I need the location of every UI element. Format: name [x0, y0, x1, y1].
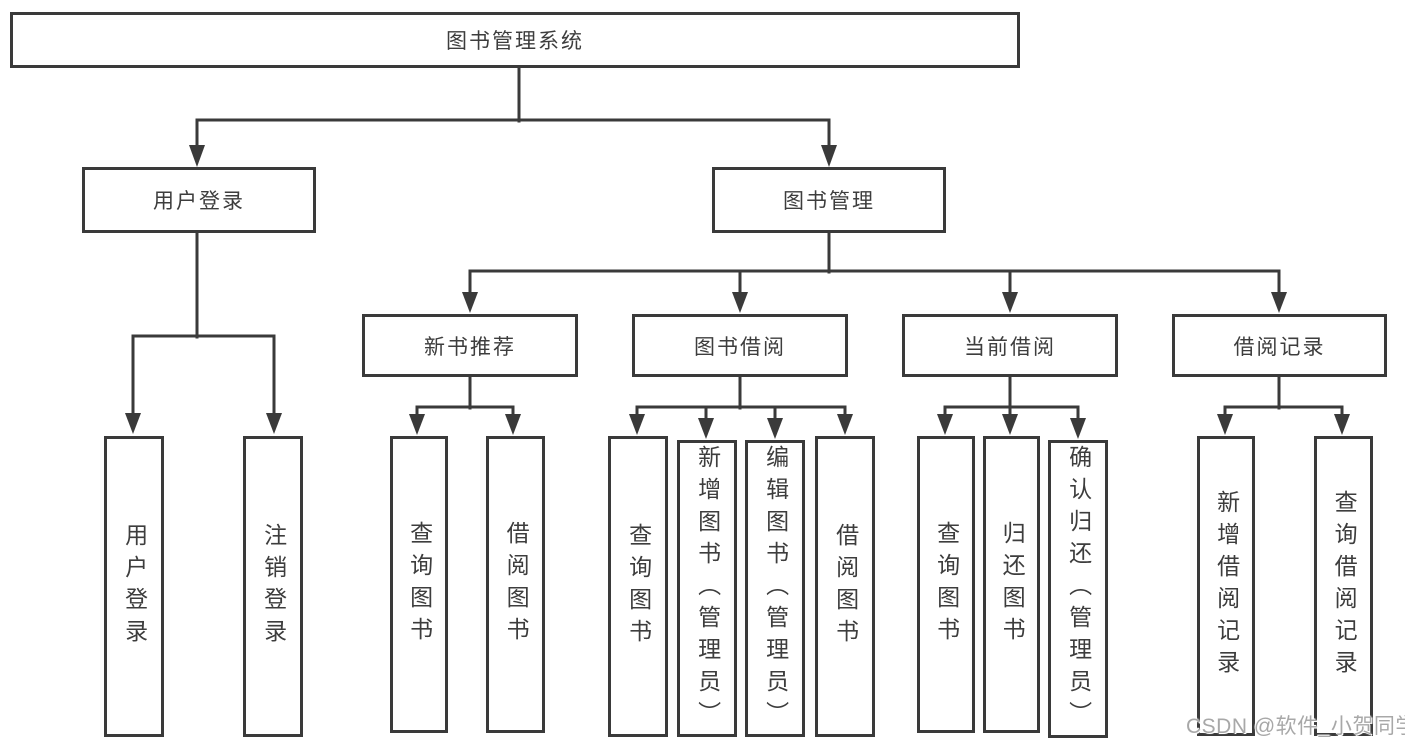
leaf-nb-borrow-books-label: 借阅图书	[503, 520, 530, 649]
leaf-bb-borrow-books-label: 借阅图书	[832, 522, 859, 651]
node-root-label: 图书管理系统	[446, 30, 584, 53]
arrow-icon	[698, 418, 714, 439]
arrowheads	[125, 145, 1350, 439]
leaf-bb-add-books-admin-label: 新增图书（管理员）	[694, 444, 721, 733]
leaf-cb-return-books: 归还图书	[983, 436, 1040, 733]
arrow-icon	[1217, 414, 1233, 435]
leaf-cb-query-books-label: 查询图书	[933, 520, 960, 649]
connector-current-borrow	[943, 375, 1080, 425]
arrow-icon	[1002, 292, 1018, 313]
leaf-br-query-record: 查询借阅记录	[1314, 436, 1373, 736]
arrow-icon	[767, 418, 783, 439]
leaf-cb-confirm-return-admin: 确认归还（管理员）	[1048, 440, 1108, 738]
node-user-login: 用户登录	[82, 167, 316, 233]
connector-book-management	[468, 231, 1281, 299]
arrow-icon	[409, 414, 425, 435]
arrow-icon	[732, 292, 748, 313]
node-new-book-recommend: 新书推荐	[362, 314, 578, 377]
node-current-borrow-label: 当前借阅	[964, 335, 1056, 359]
node-new-book-recommend-label: 新书推荐	[424, 335, 516, 359]
leaf-nb-query-books: 查询图书	[390, 436, 448, 733]
arrow-icon	[189, 145, 205, 167]
leaf-bb-borrow-books: 借阅图书	[815, 436, 875, 737]
leaf-user-login: 用户登录	[104, 436, 164, 737]
connector-user-login	[131, 231, 276, 420]
connector-book-borrow	[635, 375, 847, 425]
node-root: 图书管理系统	[10, 12, 1020, 68]
leaf-logout-label: 注销登录	[260, 522, 287, 651]
connector-root	[195, 66, 831, 152]
leaf-bb-edit-books-admin-label: 编辑图书（管理员）	[762, 444, 789, 733]
arrow-icon	[821, 145, 837, 167]
node-book-management-label: 图书管理	[783, 190, 875, 213]
connector-new-book-recommend	[415, 375, 515, 421]
leaf-user-login-label: 用户登录	[121, 522, 148, 651]
arrow-icon	[266, 413, 282, 434]
leaf-cb-query-books: 查询图书	[917, 436, 975, 733]
connector-borrow-records	[1223, 375, 1344, 421]
leaf-br-add-record-label: 新增借阅记录	[1213, 490, 1240, 682]
arrow-icon	[125, 413, 141, 434]
leaf-bb-query-books: 查询图书	[608, 436, 668, 737]
node-book-management: 图书管理	[712, 167, 946, 233]
arrow-icon	[629, 414, 645, 435]
node-borrow-records: 借阅记录	[1172, 314, 1387, 377]
leaf-nb-query-books-label: 查询图书	[406, 520, 433, 649]
arrow-icon	[1334, 414, 1350, 435]
leaf-bb-add-books-admin: 新增图书（管理员）	[677, 440, 737, 737]
leaf-cb-confirm-return-admin-label: 确认归还（管理员）	[1065, 445, 1092, 733]
leaf-nb-borrow-books: 借阅图书	[486, 436, 545, 733]
node-book-borrow-label: 图书借阅	[694, 335, 786, 359]
arrow-icon	[1271, 292, 1287, 313]
node-user-login-label: 用户登录	[153, 190, 245, 213]
arrow-icon	[837, 414, 853, 435]
leaf-bb-edit-books-admin: 编辑图书（管理员）	[745, 440, 805, 737]
leaf-br-add-record: 新增借阅记录	[1197, 436, 1255, 736]
node-borrow-records-label: 借阅记录	[1233, 335, 1326, 359]
watermark: CSDN @软件_小贺同学	[1186, 715, 1405, 738]
arrow-icon	[937, 414, 953, 435]
arrow-icon	[1002, 414, 1018, 435]
arrow-icon	[1070, 418, 1086, 439]
node-current-borrow: 当前借阅	[902, 314, 1118, 377]
arrow-icon	[505, 414, 521, 435]
leaf-logout: 注销登录	[243, 436, 303, 737]
leaf-br-query-record-label: 查询借阅记录	[1331, 490, 1358, 682]
node-book-borrow: 图书借阅	[632, 314, 848, 377]
leaf-bb-query-books-label: 查询图书	[625, 522, 652, 651]
arrow-icon	[462, 292, 478, 313]
leaf-cb-return-books-label: 归还图书	[999, 520, 1026, 649]
